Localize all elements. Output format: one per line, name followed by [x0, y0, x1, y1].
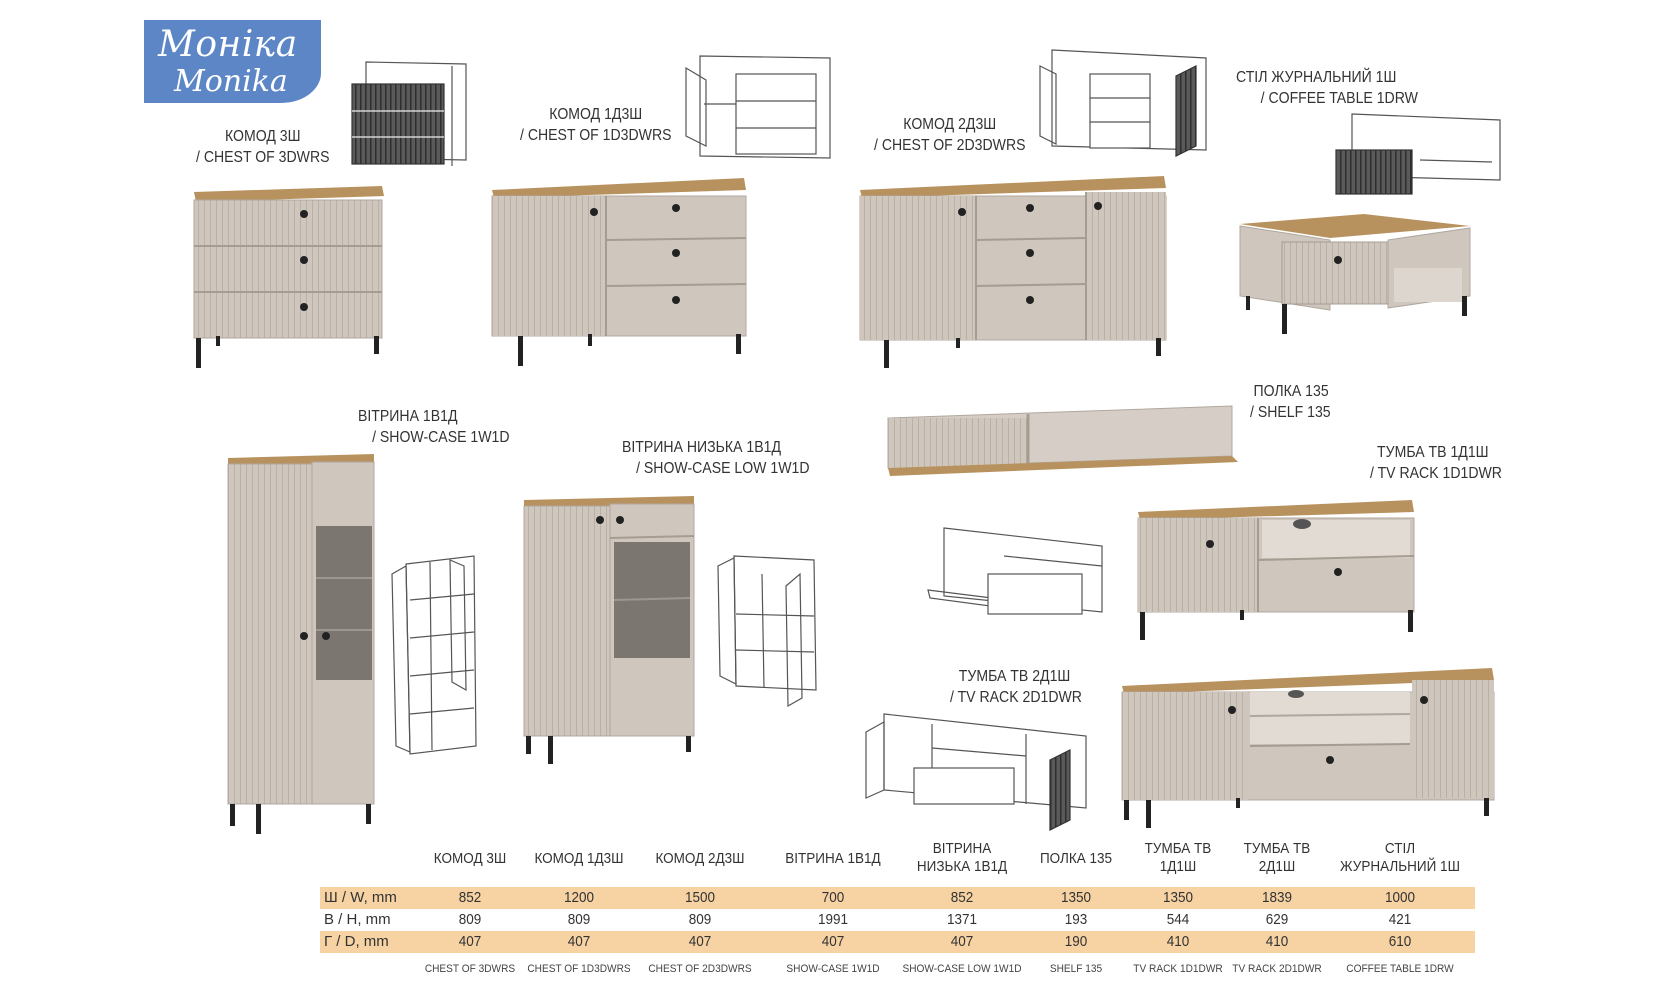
chest-1d3-sketch — [685, 55, 831, 159]
spec-row-depth: Г / D, mm 407 407 407 407 407 190 410 410 610 — [320, 931, 1475, 953]
caption-coffee-table: СТІЛ ЖУРНАЛЬНИЙ 1Ш / COFFEE TABLE 1DRW — [1236, 67, 1418, 109]
showcase-low-sketch — [717, 555, 817, 708]
spec-cell: 809 — [688, 911, 712, 928]
spec-footer-label: CHEST OF 3DWRS — [424, 963, 516, 975]
spec-cell: 407 — [567, 933, 591, 950]
caption-ua: КОМОД 1Д3Ш — [549, 106, 643, 123]
spec-cell: 190 — [1064, 933, 1088, 950]
spec-column-header: КОМОД 1Д3Ш — [534, 850, 624, 867]
spec-cell: 852 — [950, 889, 974, 906]
caption-en: / CHEST OF 1D3DWRS — [520, 127, 672, 144]
tv-rack-1-sketch — [927, 527, 1103, 615]
brand-name-en: Monika — [174, 64, 288, 99]
caption-ua: КОМОД 2Д3Ш — [903, 116, 997, 133]
caption-en: / SHELF 135 — [1250, 404, 1331, 421]
caption-ua: ВІТРИНА НИЗЬКА 1В1Д — [622, 439, 782, 456]
caption-chest-2d3: КОМОД 2Д3Ш / CHEST OF 2D3DWRS — [874, 114, 1026, 156]
spec-cell: 852 — [458, 889, 482, 906]
caption-ua: ТУМБА ТВ 2Д1Ш — [958, 668, 1071, 685]
spec-cell: 407 — [950, 933, 974, 950]
caption-ua: ТУМБА ТВ 1Д1Ш — [1377, 444, 1489, 461]
spec-cell: 1350 — [1060, 889, 1092, 906]
spec-row-label: Г / D, mm — [324, 933, 389, 950]
spec-cell: 1371 — [946, 911, 978, 928]
spec-footer-label: SHOW-CASE 1W1D — [786, 963, 880, 975]
caption-ua: КОМОД 3Ш — [224, 128, 301, 145]
spec-footer-label: TV RACK 1D1DWR — [1133, 963, 1223, 975]
spec-column-header: ТУМБА ТВ 2Д1Ш — [1243, 840, 1311, 875]
chest-3-drawers-sketch — [351, 61, 467, 166]
spec-cell: 809 — [567, 911, 591, 928]
brand-badge: Моніка Monika — [144, 20, 321, 103]
showcase-low-render — [523, 496, 695, 764]
chest-1d3-render — [491, 178, 747, 366]
spec-footer-label: SHELF 135 — [1049, 963, 1103, 975]
spec-column-header: ВІТРИНА 1В1Д — [785, 850, 881, 867]
caption-chest-1d3: КОМОД 1Д3Ш / CHEST OF 1D3DWRS — [520, 104, 672, 146]
spec-cell: 407 — [458, 933, 482, 950]
spec-cell: 1200 — [563, 889, 595, 906]
tv-rack-2-render — [1121, 668, 1495, 828]
spec-cell: 1991 — [817, 911, 849, 928]
spec-cell: 610 — [1388, 933, 1412, 950]
coffee-table-sketch — [1335, 113, 1501, 195]
spec-footer-label: CHEST OF 2D3DWRS — [648, 963, 752, 975]
spec-footer-label: CHEST OF 1D3DWRS — [527, 963, 631, 975]
caption-showcase-low: ВІТРИНА НИЗЬКА 1В1Д / SHOW-CASE LOW 1W1D — [622, 437, 809, 479]
caption-ua: ПОЛКА 135 — [1253, 383, 1329, 400]
caption-en: / SHOW-CASE LOW 1W1D — [636, 460, 810, 477]
spec-cell: 407 — [688, 933, 712, 950]
spec-cell: 407 — [821, 933, 845, 950]
spec-cell: 1000 — [1384, 889, 1416, 906]
chest-2d3-render — [859, 176, 1167, 368]
shelf-render — [887, 405, 1238, 476]
chest-3-drawers-render — [193, 186, 384, 368]
spec-cell: 1500 — [684, 889, 716, 906]
caption-en: / TV RACK 1D1DWR — [1370, 465, 1502, 482]
spec-row-height: В / H, mm 809 809 809 1991 1371 193 544 629 421 — [320, 909, 1475, 931]
spec-cell: 193 — [1064, 911, 1088, 928]
spec-footer-label: TV RACK 2D1DWR — [1232, 963, 1322, 975]
caption-en: / COFFEE TABLE 1DRW — [1260, 90, 1418, 107]
tv-rack-1-render — [1137, 500, 1415, 640]
spec-row-label: В / H, mm — [324, 911, 391, 928]
caption-en: / SHOW-CASE 1W1D — [372, 429, 510, 446]
spec-cell: 410 — [1166, 933, 1190, 950]
caption-en: / CHEST OF 2D3DWRS — [874, 137, 1026, 154]
spec-column-header: СТІЛ ЖУРНАЛЬНИЙ 1Ш — [1340, 840, 1460, 875]
spec-column-header: КОМОД 3Ш — [433, 850, 507, 867]
caption-tv-rack-2: ТУМБА ТВ 2Д1Ш / TV RACK 2D1DWR — [950, 666, 1082, 708]
brand-name-ua: Моніка — [158, 24, 298, 65]
spec-column-header: ВІТРИНА НИЗЬКА 1В1Д — [916, 840, 1008, 875]
coffee-table-render — [1239, 214, 1471, 334]
spec-footer-label: SHOW-CASE LOW 1W1D — [902, 963, 1022, 975]
spec-cell: 421 — [1388, 911, 1412, 928]
spec-column-header: ТУМБА ТВ 1Д1Ш — [1144, 840, 1212, 875]
caption-en: / TV RACK 2D1DWR — [950, 689, 1082, 706]
chest-2d3-sketch — [1039, 49, 1207, 157]
spec-cell: 544 — [1166, 911, 1190, 928]
caption-chest-3: КОМОД 3Ш / CHEST OF 3DWRS — [196, 126, 330, 168]
spec-cell: 1350 — [1162, 889, 1194, 906]
spec-column-header: КОМОД 2Д3Ш — [655, 850, 745, 867]
spec-cell: 809 — [458, 911, 482, 928]
caption-ua: СТІЛ ЖУРНАЛЬНИЙ 1Ш — [1236, 69, 1397, 86]
spec-cell: 629 — [1265, 911, 1289, 928]
caption-tv-rack-1: ТУМБА ТВ 1Д1Ш / TV RACK 1D1DWR — [1370, 442, 1502, 484]
caption-shelf: ПОЛКА 135 / SHELF 135 — [1250, 381, 1331, 423]
spec-cell: 410 — [1265, 933, 1289, 950]
spec-row-label: Ш / W, mm — [324, 889, 397, 906]
spec-column-header: ПОЛКА 135 — [1039, 850, 1113, 867]
tv-rack-2-sketch — [865, 713, 1087, 831]
caption-showcase: ВІТРИНА 1В1Д / SHOW-CASE 1W1D — [358, 406, 510, 448]
showcase-render — [227, 454, 375, 834]
spec-footer-label: COFFEE TABLE 1DRW — [1346, 963, 1454, 975]
caption-en: / CHEST OF 3DWRS — [196, 149, 330, 166]
spec-row-width: Ш / W, mm 852 1200 1500 700 852 1350 1350 1839 1… — [320, 887, 1475, 909]
spec-cell: 1839 — [1261, 889, 1293, 906]
caption-ua: ВІТРИНА 1В1Д — [358, 408, 458, 425]
spec-cell: 700 — [821, 889, 845, 906]
showcase-sketch — [391, 555, 477, 755]
